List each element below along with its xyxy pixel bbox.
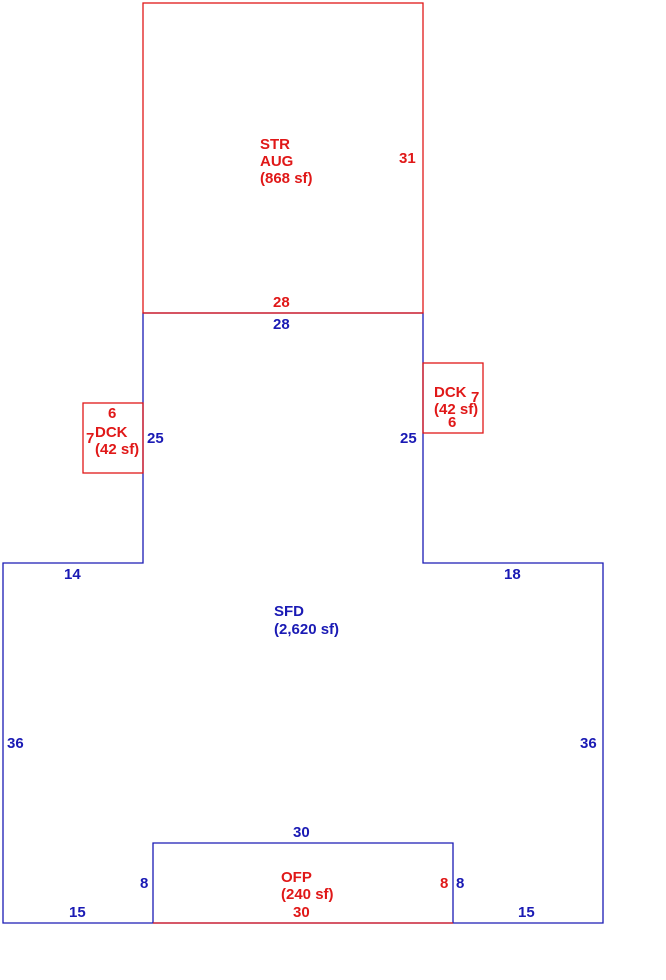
str-sub: AUG: [260, 153, 293, 170]
dim-sfd-side-left: 36: [7, 735, 24, 752]
dim-sfd-top: 28: [273, 316, 290, 333]
str-area: (868 sf): [260, 170, 313, 187]
dck-left-code: DCK: [95, 424, 128, 441]
ofp-code: OFP: [281, 869, 312, 886]
sfd-code: SFD: [274, 603, 304, 620]
dim-sfd-step-right: 18: [504, 566, 521, 583]
dim-sfd-side-right: 36: [580, 735, 597, 752]
dck-right-area: (42 sf): [434, 401, 478, 418]
dim-sfd-bottom-right: 15: [518, 904, 535, 921]
dim-dck-left-top: 6: [108, 405, 116, 422]
dim-ofp-right-red: 8: [440, 875, 448, 892]
dim-ofp-right-blue: 8: [456, 875, 464, 892]
sfd-area: (2,620 sf): [274, 621, 339, 638]
dim-dck-right-side: 7: [471, 389, 479, 406]
dim-sfd-wing-left: 25: [147, 430, 164, 447]
dim-sfd-bottom-left: 15: [69, 904, 86, 921]
dim-ofp-left: 8: [140, 875, 148, 892]
dim-dck-right-bottom: 6: [448, 414, 456, 431]
dim-sfd-step-left: 14: [64, 566, 81, 583]
dck-left-area: (42 sf): [95, 441, 139, 458]
dck-right-code: DCK: [434, 384, 467, 401]
dim-sfd-wing-right: 25: [400, 430, 417, 447]
dck-right-outline: [422, 362, 484, 434]
ofp-outline: [152, 842, 454, 923]
dim-ofp-top: 30: [293, 824, 310, 841]
dim-dck-left-side: 7: [86, 430, 94, 447]
dim-str-right: 31: [399, 150, 416, 167]
str-outline: [142, 2, 424, 314]
dim-str-bottom: 28: [273, 294, 290, 311]
dck-left-outline: [82, 402, 144, 474]
ofp-area: (240 sf): [281, 886, 334, 903]
dim-ofp-bottom: 30: [293, 904, 310, 921]
str-code: STR: [260, 136, 290, 153]
